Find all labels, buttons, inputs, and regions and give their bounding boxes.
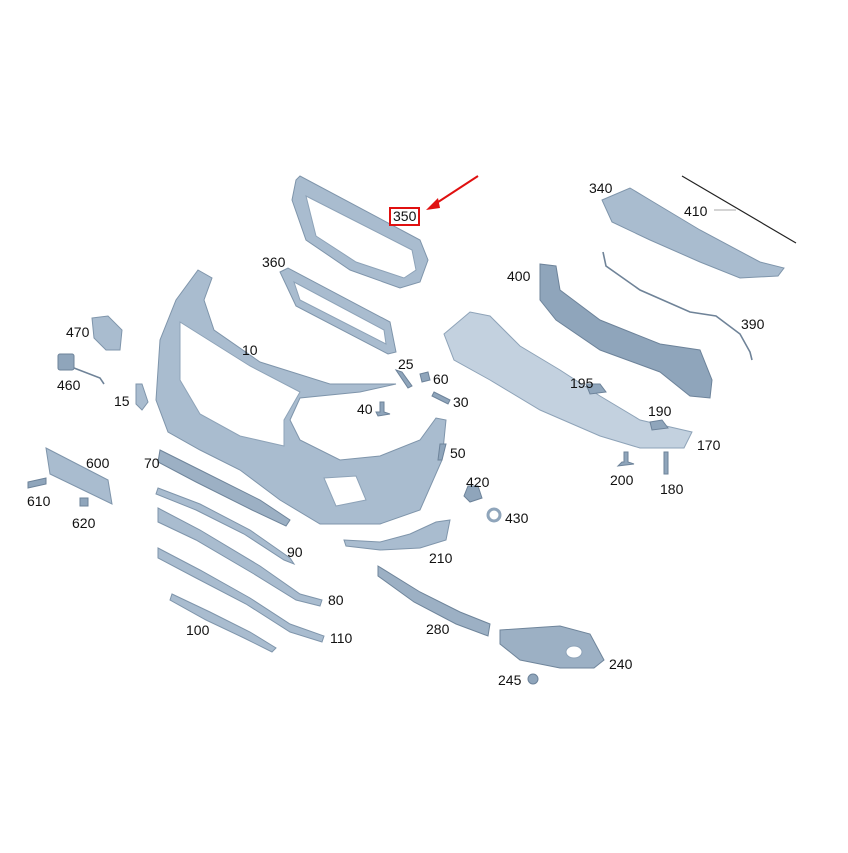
callout-245[interactable]: 245 <box>498 672 522 688</box>
callout-60[interactable]: 60 <box>433 371 449 387</box>
callout-420[interactable]: 420 <box>466 474 490 490</box>
callout-15[interactable]: 15 <box>114 393 130 409</box>
part-620-nut[interactable] <box>79 497 89 507</box>
callout-10[interactable]: 10 <box>242 342 258 358</box>
part-410-line <box>681 175 797 244</box>
callout-90[interactable]: 90 <box>287 544 303 560</box>
part-360-frame[interactable] <box>279 267 397 355</box>
callout-620[interactable]: 620 <box>72 515 96 531</box>
highlight-arrow <box>426 175 479 210</box>
callout-80[interactable]: 80 <box>328 592 344 608</box>
part-50-clip[interactable] <box>437 443 447 461</box>
callout-340[interactable]: 340 <box>589 180 613 196</box>
callout-170[interactable]: 170 <box>697 437 721 453</box>
part-90-trim[interactable] <box>155 487 296 566</box>
part-200-screw[interactable] <box>616 451 635 467</box>
part-400-absorber[interactable] <box>539 263 713 399</box>
callout-30[interactable]: 30 <box>453 394 469 410</box>
part-70-grille[interactable] <box>157 449 291 527</box>
part-610-screw[interactable] <box>27 477 47 489</box>
callout-600[interactable]: 600 <box>86 455 110 471</box>
callout-410[interactable]: 410 <box>684 203 708 219</box>
part-15-cover[interactable] <box>135 383 149 411</box>
part-470-bracket[interactable] <box>91 315 123 351</box>
callout-390[interactable]: 390 <box>741 316 765 332</box>
callout-210[interactable]: 210 <box>429 550 453 566</box>
callout-280[interactable]: 280 <box>426 621 450 637</box>
callout-200[interactable]: 200 <box>610 472 634 488</box>
part-460-sensor[interactable] <box>57 353 105 385</box>
part-280-mesh-strip[interactable] <box>377 565 491 637</box>
part-30-clip[interactable] <box>431 391 451 405</box>
callout-25[interactable]: 25 <box>398 356 414 372</box>
part-245-sensor[interactable] <box>527 673 539 685</box>
callout-180[interactable]: 180 <box>660 481 684 497</box>
part-190-clip[interactable] <box>649 419 669 431</box>
part-10-bumper-cover[interactable] <box>155 269 447 525</box>
part-430-ring[interactable] <box>486 507 502 523</box>
callout-50[interactable]: 50 <box>450 445 466 461</box>
part-110-trim[interactable] <box>157 547 325 643</box>
callout-610[interactable]: 610 <box>27 493 51 509</box>
part-390-wire[interactable] <box>602 251 753 361</box>
callout-195[interactable]: 195 <box>570 375 594 391</box>
part-240-foglamp-grille[interactable] <box>499 625 605 669</box>
callout-430[interactable]: 430 <box>505 510 529 526</box>
callout-190[interactable]: 190 <box>648 403 672 419</box>
callout-360[interactable]: 360 <box>262 254 286 270</box>
callout-460[interactable]: 460 <box>57 377 81 393</box>
callout-350[interactable]: 350 <box>389 207 421 226</box>
part-195-clip[interactable] <box>585 383 607 395</box>
part-40-screw[interactable] <box>375 401 391 417</box>
part-100-trim[interactable] <box>169 593 277 653</box>
part-80-trim[interactable] <box>157 507 323 607</box>
callout-110[interactable]: 110 <box>330 630 353 646</box>
part-600-plate-bracket[interactable] <box>45 447 113 505</box>
callout-70[interactable]: 70 <box>144 455 160 471</box>
callout-470[interactable]: 470 <box>66 324 90 340</box>
part-420-sensor[interactable] <box>463 485 483 503</box>
callout-100[interactable]: 100 <box>186 622 210 638</box>
part-350-grille-frame[interactable] <box>291 175 429 289</box>
part-340-air-duct[interactable] <box>601 187 785 279</box>
callout-240[interactable]: 240 <box>609 656 633 672</box>
part-25-clip[interactable] <box>394 369 413 389</box>
part-60-screw[interactable] <box>419 371 431 383</box>
part-170-underbody-panel[interactable] <box>443 311 693 449</box>
callout-400[interactable]: 400 <box>507 268 531 284</box>
callout-40[interactable]: 40 <box>357 401 373 417</box>
part-210-trim[interactable] <box>343 519 451 551</box>
part-180-clip[interactable] <box>663 451 669 475</box>
